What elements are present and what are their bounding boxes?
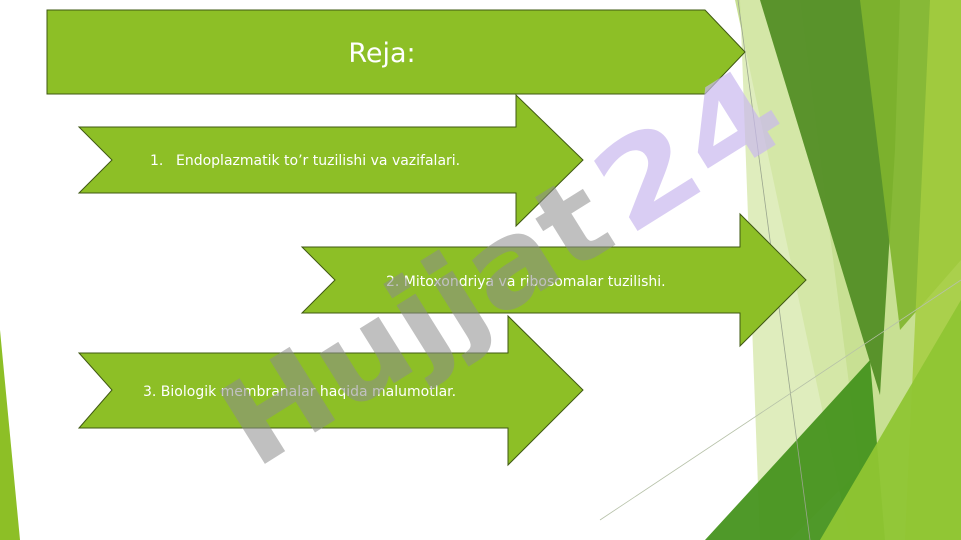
- list-item-3: 3. Biologik membranalar haqida malumotla…: [143, 384, 457, 400]
- list-item-1-number: 1.: [150, 153, 164, 169]
- deco-shard-dark: [760, 0, 900, 395]
- deco-shard-bottom-dark: [705, 360, 885, 540]
- list-item-1-text: Endoplazmatik to’r tuzilishi va vazifala…: [176, 153, 461, 169]
- title-arrow: [46, 9, 746, 95]
- deco-line-2: [599, 279, 961, 521]
- deco-triangle-left: [0, 330, 20, 540]
- item-1-arrow: [77, 93, 584, 228]
- list-item-1: 1. Endoplazmatik to’r tuzilishi va vazifa…: [150, 151, 460, 171]
- deco-shard-bottom-light: [820, 300, 961, 540]
- item-3-arrow: [77, 314, 584, 467]
- item-2-arrow: [300, 212, 807, 348]
- list-item-2: 2. Mitoxondriya va ribosomalar tuzilishi…: [386, 274, 666, 290]
- slide-title: Reja:: [348, 38, 416, 69]
